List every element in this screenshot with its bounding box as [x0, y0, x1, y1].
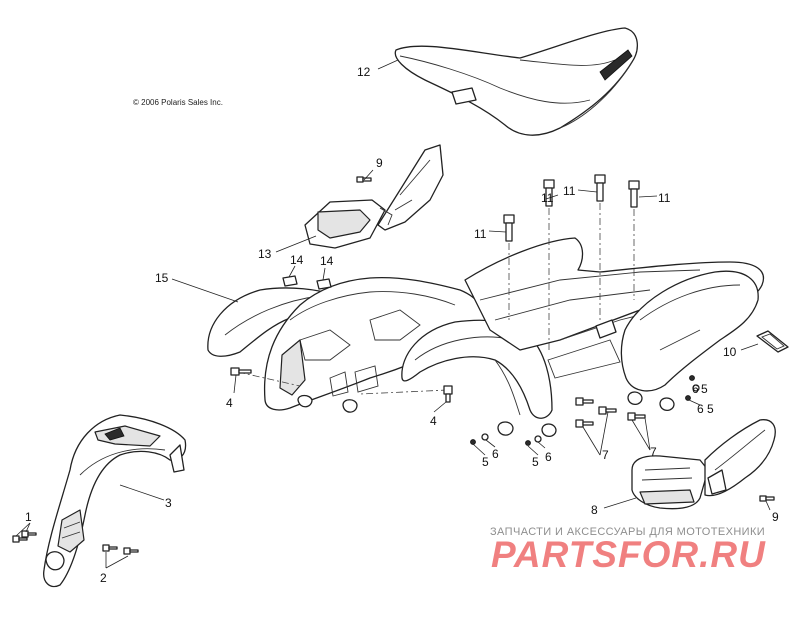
callout-5-a: 5	[482, 455, 489, 469]
front-nose-panel-part[interactable]	[43, 414, 187, 588]
clip-parts-14[interactable]	[282, 275, 332, 290]
callout-3: 3	[165, 496, 172, 510]
callout-14-left: 14	[290, 253, 304, 267]
callout-2: 2	[100, 571, 107, 585]
callout-6-c: 6	[692, 382, 699, 396]
callout-11-d: 11	[474, 227, 487, 241]
callout-13: 13	[258, 247, 272, 261]
pad-part-10[interactable]	[756, 330, 789, 353]
callout-6-b: 6	[545, 450, 552, 464]
callout-11-a: 11	[541, 191, 554, 205]
front-cab-part[interactable]	[263, 276, 487, 413]
callout-labels: 12 9 13 15 14 14 11 11 11 11 10 4 4 3 1 …	[25, 65, 779, 585]
watermark-brand: PARTSFOR.RU	[491, 534, 766, 575]
callout-4-right: 4	[430, 414, 437, 428]
seat-part[interactable]	[394, 27, 638, 136]
callout-5-d: 5	[707, 402, 714, 416]
callout-10: 10	[723, 345, 737, 359]
callout-11-c: 11	[658, 191, 671, 205]
rear-body-part[interactable]	[464, 237, 765, 379]
right-side-panel-part[interactable]	[631, 419, 776, 510]
callout-6-d: 6	[697, 402, 704, 416]
callout-9-bottom: 9	[772, 510, 779, 524]
watermark-subtitle: ЗАПЧАСТИ И АКСЕССУАРЫ ДЛЯ МОТОТЕХНИКИ	[490, 526, 766, 538]
callout-6-a: 6	[492, 447, 499, 461]
callout-8: 8	[591, 503, 598, 517]
bolt-parts-11[interactable]	[503, 174, 640, 242]
left-side-panel-part[interactable]	[304, 144, 444, 249]
callout-7-b: 7	[650, 445, 657, 459]
callout-12: 12	[357, 65, 371, 79]
leader-lines	[15, 59, 771, 569]
callout-7-a: 7	[602, 448, 609, 462]
callout-15: 15	[155, 271, 169, 285]
callout-5-c: 5	[701, 382, 708, 396]
callout-4-left: 4	[226, 396, 233, 410]
copyright-text: © 2006 Polaris Sales Inc.	[133, 98, 223, 107]
callout-5-b: 5	[532, 455, 539, 469]
callout-1: 1	[25, 510, 32, 524]
callout-9-top: 9	[376, 156, 383, 170]
alignment-lines	[237, 203, 635, 395]
callout-14-right: 14	[320, 254, 334, 268]
callout-11-b: 11	[563, 184, 576, 198]
rear-fender-right-part[interactable]	[620, 270, 759, 412]
fastener-parts[interactable]	[12, 176, 775, 555]
